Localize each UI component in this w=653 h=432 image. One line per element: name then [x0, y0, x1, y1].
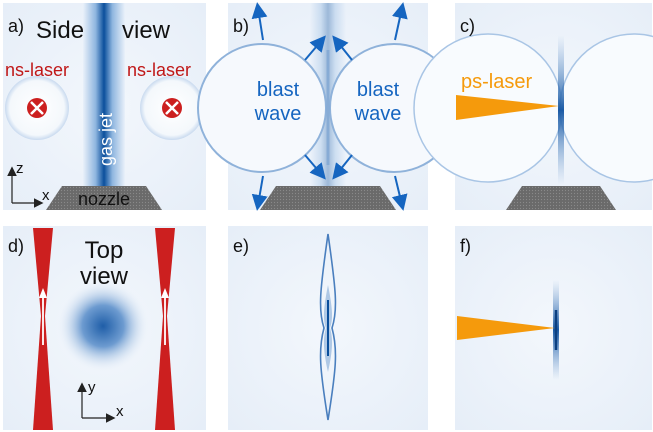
ns-laser-label-right: ns-laser	[127, 60, 191, 80]
ns-laser-label-left: ns-laser	[5, 60, 69, 80]
panel-d: d) Top view y x	[3, 226, 206, 430]
axis-z-label: z	[16, 160, 24, 177]
shock-channel	[558, 35, 564, 185]
blast-wave-left-line1: blast	[257, 79, 300, 101]
blast-wave-right-line1: blast	[357, 79, 400, 101]
panel-e-letter: e)	[233, 236, 249, 256]
panel-d-title-top: Top	[85, 237, 124, 264]
laser-beam-right-upper	[155, 228, 175, 316]
laser-beam-left-lower	[33, 316, 53, 430]
cross-icon-right	[165, 101, 179, 115]
panel-d-letter: d)	[8, 236, 24, 256]
blast-wave-left-line2: wave	[254, 103, 302, 125]
panel-f-letter: f)	[460, 236, 471, 256]
blast-wave-left	[197, 43, 327, 173]
laser-beam-right-lower	[155, 316, 175, 430]
panel-d-title-view: view	[80, 263, 129, 290]
ps-laser-label: ps-laser	[461, 71, 532, 93]
expansion-arrows	[251, 2, 408, 211]
gas-jet-label: gas jet	[96, 113, 116, 166]
nozzle-label: nozzle	[78, 189, 130, 209]
panel-b-letter: b)	[233, 16, 249, 36]
blast-wave-right-line2: wave	[354, 103, 402, 125]
axis-x-label-d: x	[116, 403, 124, 420]
panel-e: e)	[228, 226, 428, 430]
shock-shell-outer	[319, 233, 337, 421]
panel-a-title-side: Side	[36, 17, 84, 44]
panel-a-title-view: view	[122, 17, 171, 44]
nozzle-shape-b	[260, 186, 396, 210]
arrow-head-icon-left	[39, 288, 47, 298]
axis-x-label-a: x	[42, 187, 50, 204]
nozzle-shape	[46, 186, 162, 210]
axis-y-label: y	[88, 379, 96, 396]
panel-c: c) ps-laser	[413, 3, 653, 210]
panel-c-letter: c)	[460, 16, 475, 36]
gas-jet-top-view	[57, 280, 149, 372]
panel-a-letter: a)	[8, 16, 24, 36]
gas-jet	[83, 3, 125, 188]
panel-f: f)	[455, 226, 652, 430]
cross-icon-left	[30, 101, 44, 115]
arrow-head-icon-right	[161, 288, 169, 298]
panel-a: a) Side view ns-laser ns-laser gas jet n…	[3, 3, 206, 210]
nozzle-shape-c	[506, 186, 616, 210]
ps-laser-beam	[456, 95, 559, 120]
ps-laser-beam-f	[457, 316, 555, 340]
laser-beam-left-upper	[33, 228, 53, 316]
